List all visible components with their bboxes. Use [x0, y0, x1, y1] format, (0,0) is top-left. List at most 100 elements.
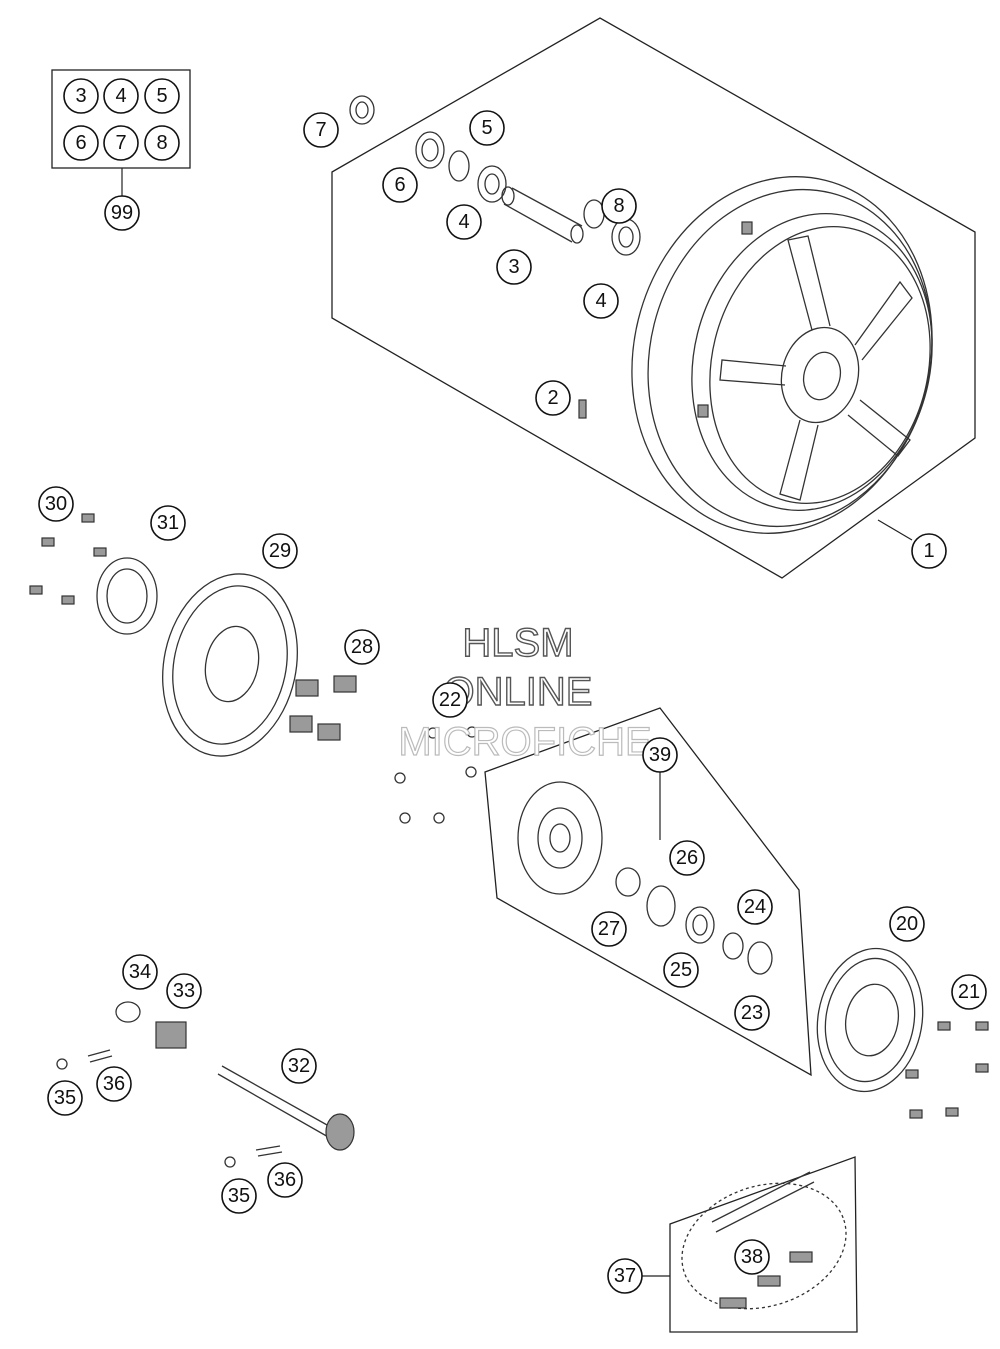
callout-3: 3 [496, 249, 532, 285]
watermark-line1: HLSM [462, 621, 573, 665]
svg-text:21: 21 [958, 981, 980, 1003]
callout-35-right: 35 [221, 1178, 257, 1214]
callout-30: 30 [38, 486, 74, 522]
axle-spacer [501, 186, 584, 244]
svg-text:27: 27 [598, 918, 620, 940]
svg-text:31: 31 [157, 512, 179, 534]
callout-29: 29 [262, 533, 298, 569]
svg-text:6: 6 [75, 132, 86, 154]
kit-label-4: 4 [103, 78, 139, 114]
callout-6: 6 [382, 167, 418, 203]
callout-26: 26 [669, 840, 705, 876]
callout-35-left: 35 [47, 1080, 83, 1116]
sensor-ring [96, 557, 158, 635]
callout-22: 22 [432, 682, 468, 718]
svg-text:26: 26 [676, 847, 698, 869]
svg-text:32: 32 [288, 1055, 310, 1077]
damping-rubbers [289, 675, 357, 741]
callout-7: 7 [303, 112, 339, 148]
callout-38: 38 [734, 1239, 770, 1275]
carrier-bearings [615, 867, 773, 975]
rear-sprocket [816, 947, 924, 1093]
callout-24: 24 [737, 889, 773, 925]
svg-text:4: 4 [458, 211, 469, 233]
kit-label-6: 6 [63, 125, 99, 161]
svg-text:24: 24 [744, 896, 766, 918]
svg-text:38: 38 [741, 1246, 763, 1268]
svg-text:34: 34 [129, 961, 151, 983]
watermark-line3: MICROFICHE [398, 720, 651, 764]
callout-2: 2 [535, 380, 571, 416]
svg-text:36: 36 [103, 1073, 125, 1095]
chain [681, 1171, 847, 1310]
callout-28: 28 [344, 629, 380, 665]
sprocket-carrier [517, 781, 603, 895]
svg-text:4: 4 [595, 290, 606, 312]
callout-21: 21 [951, 974, 987, 1010]
svg-text:8: 8 [613, 195, 624, 217]
callout-23: 23 [734, 995, 770, 1031]
callout-34: 34 [122, 954, 158, 990]
bolts-30 [29, 513, 107, 605]
svg-text:33: 33 [173, 980, 195, 1002]
sprocket-carrier-box [484, 707, 812, 1077]
svg-text:7: 7 [115, 132, 126, 154]
callout-20: 20 [889, 906, 925, 942]
nuts-22 [394, 726, 478, 824]
svg-text:36: 36 [274, 1169, 296, 1191]
svg-text:39: 39 [649, 744, 671, 766]
callout-5: 5 [469, 110, 505, 146]
svg-text:22: 22 [439, 689, 461, 711]
watermark-line2: ONLINE [444, 670, 593, 714]
callout-36-left: 36 [96, 1066, 132, 1102]
svg-text:3: 3 [508, 256, 519, 278]
kit-box [51, 69, 191, 196]
svg-text:6: 6 [394, 174, 405, 196]
callout-31: 31 [150, 505, 186, 541]
svg-text:35: 35 [228, 1185, 250, 1207]
svg-text:5: 5 [481, 117, 492, 139]
svg-text:4: 4 [115, 85, 126, 107]
svg-text:5: 5 [156, 85, 167, 107]
svg-text:8: 8 [156, 132, 167, 154]
svg-text:23: 23 [741, 1002, 763, 1024]
bolts-21 [905, 1021, 989, 1119]
svg-text:25: 25 [670, 959, 692, 981]
svg-text:2: 2 [547, 387, 558, 409]
svg-text:37: 37 [614, 1265, 636, 1287]
svg-text:99: 99 [111, 202, 133, 224]
callout-32: 32 [281, 1048, 317, 1084]
callout-8: 8 [601, 188, 637, 224]
callout-4-bottom: 4 [583, 283, 619, 319]
adjuster-hardware [56, 1049, 283, 1168]
callout-27: 27 [591, 911, 627, 947]
svg-text:28: 28 [351, 636, 373, 658]
callout-39: 39 [642, 737, 678, 773]
kit-label-3: 3 [63, 78, 99, 114]
svg-text:7: 7 [315, 119, 326, 141]
callout-36-right: 36 [267, 1162, 303, 1198]
svg-text:29: 29 [269, 540, 291, 562]
nut-34 [115, 1001, 141, 1023]
valve [578, 399, 587, 419]
callout-37: 37 [607, 1258, 643, 1294]
callout-25: 25 [663, 952, 699, 988]
wheel-spindle [217, 1065, 355, 1151]
brake-disc [162, 573, 298, 757]
kit-label-5: 5 [144, 78, 180, 114]
svg-text:35: 35 [54, 1087, 76, 1109]
svg-text:1: 1 [923, 540, 934, 562]
watermark: HLSM ONLINE MICROFICHE [398, 620, 653, 764]
callout-4-top: 4 [446, 204, 482, 240]
chain-adjuster [155, 1021, 187, 1049]
callout-33: 33 [166, 973, 202, 1009]
callout-1: 1 [911, 533, 947, 569]
kit-label-8: 8 [144, 125, 180, 161]
kit-label-7: 7 [103, 125, 139, 161]
rear-wheel [631, 176, 933, 534]
wheel-assembly-box [331, 17, 976, 579]
svg-text:3: 3 [75, 85, 86, 107]
svg-text:30: 30 [45, 493, 67, 515]
callout-99: 99 [104, 195, 140, 231]
